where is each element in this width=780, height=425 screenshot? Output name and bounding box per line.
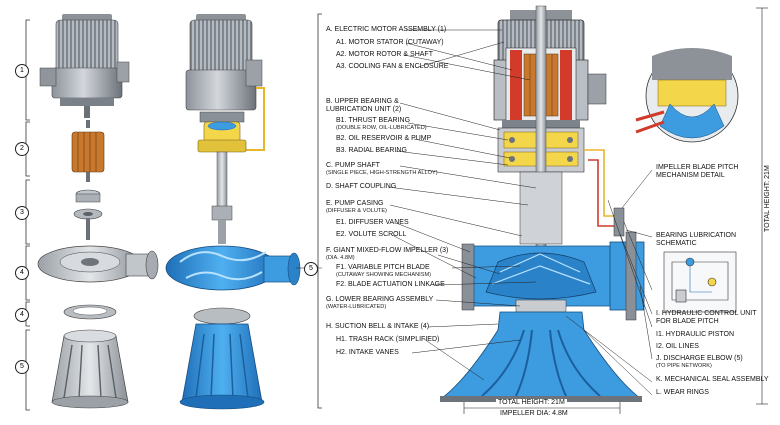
- impeller-diameter: Impeller Dia: 4.8m: [500, 410, 568, 417]
- main-view-marker: 5: [304, 262, 318, 276]
- callout-c: C. Pump Shaft(Single Piece, High-Strengt…: [326, 162, 438, 176]
- total-height-bottom: Total Height: 21m: [496, 399, 567, 406]
- callout-k: K. Mechanical Seal Assembly: [656, 376, 769, 383]
- callout-i: I. Hydraulic Control Unitfor Blade Pitch: [656, 310, 757, 325]
- callout-i1: I1. Hydraulic Piston: [656, 331, 735, 338]
- callout-f: F. Giant Mixed-Flow Impeller (3)(Dia. 4.…: [326, 247, 449, 261]
- callout-e2: E2. Volute Scroll: [336, 231, 407, 238]
- callout-lube-schematic: Bearing LubricationSchematic: [656, 232, 736, 247]
- callout-a3: A3. Cooling Fan & Enclosure: [336, 63, 449, 70]
- callout-i2: I2. Oil Lines: [656, 343, 699, 350]
- callout-a: A. Electric Motor Assembly (1): [326, 26, 447, 33]
- callout-d: D. Shaft Coupling: [326, 183, 397, 190]
- assembled-blue-view: [165, 14, 304, 410]
- exploded-grey-view: [37, 14, 159, 409]
- lubrication-schematic: [663, 251, 737, 313]
- callout-e: E. Pump Casing(Diffuser & Volute): [326, 200, 387, 214]
- callout-b: B. Upper Bearing &Lubrication Unit (2): [326, 98, 402, 113]
- step-number: 2: [15, 142, 29, 156]
- callout-h2: H2. Intake Vanes: [336, 349, 399, 356]
- callout-pitch-detail: Impeller Blade PitchMechanism Detail: [656, 164, 739, 179]
- callout-a2: A2. Motor Rotor & Shaft: [336, 51, 433, 58]
- callout-j: J. Discharge Elbow (5)(To Pipe Network): [656, 355, 743, 369]
- callout-a1: A1. Motor Stator (Cutaway): [336, 39, 444, 46]
- step-number: 1: [15, 64, 29, 78]
- callout-b1: B1. Thrust Bearing(Double Row, Oil-Lubri…: [336, 117, 427, 131]
- callout-g: G. Lower Bearing Assembly(Water-Lubricat…: [326, 296, 434, 310]
- callout-f1: F1. Variable Pitch Blade(Cutaway Showing…: [336, 264, 431, 278]
- dimension-lines: [463, 7, 768, 414]
- step-number: 4: [15, 266, 29, 280]
- callout-b2: B2. Oil Reservoir & Pump: [336, 135, 432, 142]
- impeller-pitch-detail-inset: [635, 48, 739, 143]
- callout-h1: H1. Trash Rack (Simplified): [336, 336, 440, 343]
- total-height-vertical: Total Height: 21m: [764, 165, 771, 232]
- step-number: 3: [15, 206, 29, 220]
- callout-l: L. Wear Rings: [656, 389, 709, 396]
- step-number: 4: [15, 308, 29, 322]
- callout-h: H. Suction Bell & Intake (4): [326, 323, 430, 330]
- step-number: 5: [15, 360, 29, 374]
- main-cutaway-view: [440, 5, 645, 402]
- callout-e1: E1. Diffuser Vanes: [336, 219, 409, 226]
- callout-b3: B3. Radial Bearing: [336, 147, 407, 154]
- callout-f2: F2. Blade Actuation Linkage: [336, 281, 445, 288]
